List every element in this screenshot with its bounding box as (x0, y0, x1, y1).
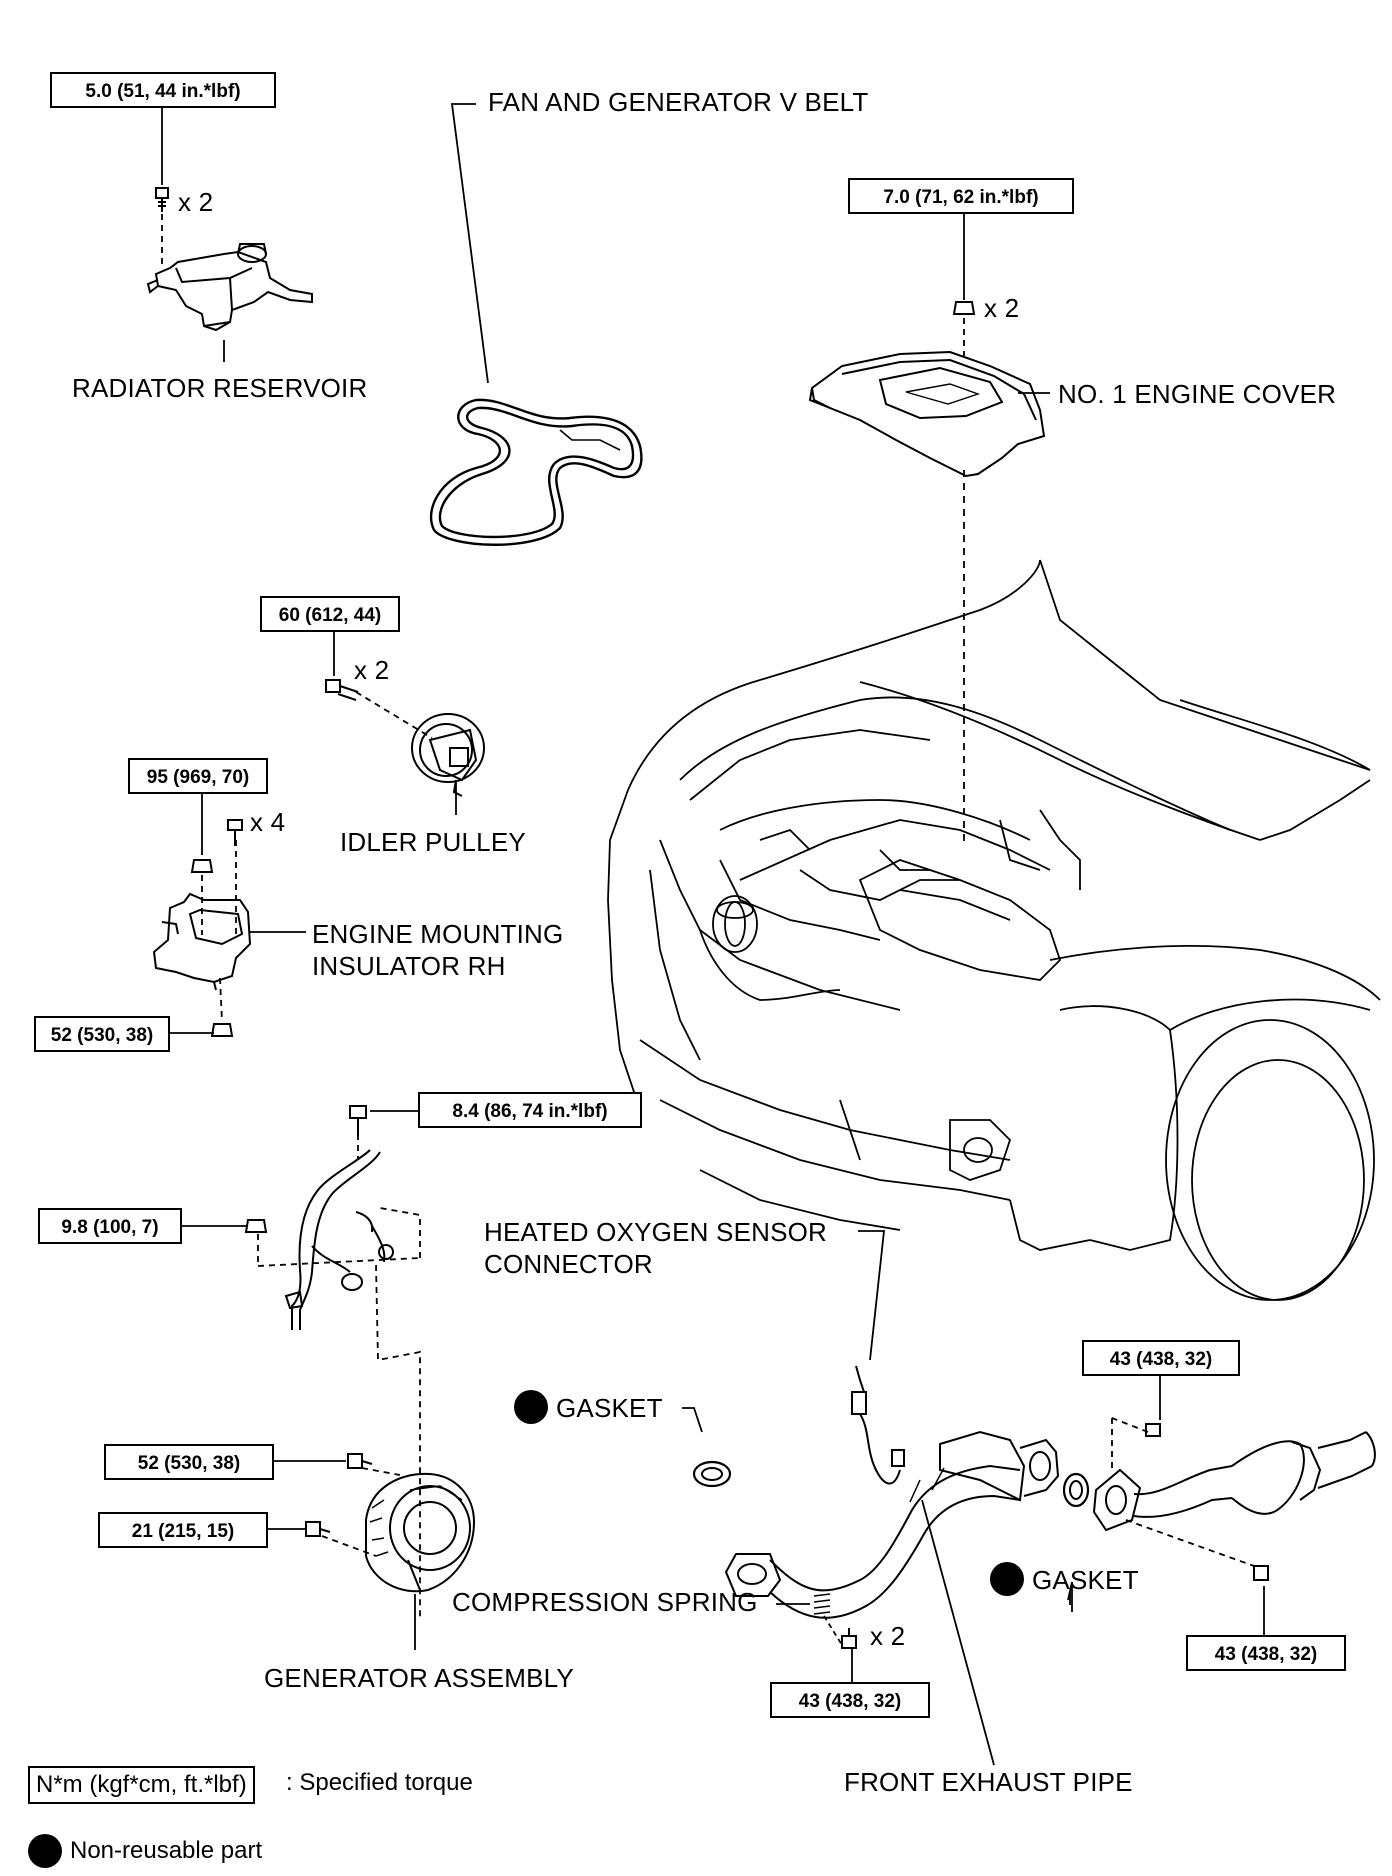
vehicle-front-drawing (607, 559, 1381, 1301)
idler-pulley-drawing (411, 713, 485, 797)
generator-drawing (365, 1472, 476, 1593)
torque-box-idler-pulley: 60 (612, 44) (260, 596, 400, 632)
cover-nut-qty: x 2 (984, 293, 1020, 323)
idler-bolt-qty: x 2 (354, 655, 390, 685)
reservoir-bolt-icon (155, 187, 169, 212)
engine-mount-drawing (152, 892, 252, 991)
exhaust-right-bolt-icon (1145, 1423, 1161, 1437)
wire-nut-icon (244, 1219, 268, 1233)
gasket-right-label: GASKET (1032, 1565, 1139, 1595)
legend-torque-box: N*m (kgf*cm, ft.*lbf) (28, 1766, 255, 1804)
wire-harness-drawing (284, 1149, 394, 1330)
exhaust-lower-right-bolt-icon (1253, 1565, 1269, 1581)
legend-nonreusable-desc: Non-reusable part (70, 1837, 263, 1864)
legend-torque-desc: : Specified torque (286, 1769, 473, 1796)
gasket-right-ring (1062, 1472, 1090, 1508)
legend-nonreusable-marker (28, 1834, 62, 1868)
o2-connector-label-line2: CONNECTOR (484, 1249, 653, 1279)
generator-upper-bolt-icon (347, 1453, 373, 1469)
compression-spring-icon (813, 1593, 831, 1615)
wire-bolt-icon (349, 1105, 367, 1136)
gasket-left-ring (692, 1460, 732, 1488)
catalytic-converter-drawing (1092, 1431, 1376, 1532)
engine-mount-label-line2: INSULATOR RH (312, 951, 506, 981)
torque-box-generator-lower: 21 (215, 15) (98, 1512, 268, 1548)
mount-nut-icon (190, 859, 214, 873)
spring-bolt-qty: x 2 (870, 1621, 906, 1651)
exhaust-bottom-bolt-icon (841, 1628, 857, 1649)
radiator-reservoir-label: RADIATOR RESERVOIR (72, 373, 368, 403)
nonreusable-marker-gasket-right (990, 1562, 1024, 1596)
torque-box-mount-bottom: 52 (530, 38) (34, 1016, 170, 1052)
torque-box-exhaust-lower-right: 43 (438, 32) (1186, 1635, 1346, 1671)
torque-box-generator-upper: 52 (530, 38) (104, 1444, 274, 1480)
compression-spring-label: COMPRESSION SPRING (452, 1587, 758, 1617)
engine-cover-label: NO. 1 ENGINE COVER (1058, 379, 1337, 409)
engine-mount-label-line1: ENGINE MOUNTING (312, 919, 564, 949)
engine-cover-drawing (808, 350, 1046, 478)
torque-box-exhaust-bottom: 43 (438, 32) (770, 1682, 930, 1718)
mount-bolt-icon (227, 819, 243, 846)
generator-assembly-label: GENERATOR ASSEMBLY (264, 1663, 574, 1693)
idler-pulley-label: IDLER PULLEY (340, 827, 526, 857)
idler-bolt-icon (325, 679, 359, 701)
front-exhaust-pipe-drawing (724, 1430, 1060, 1619)
torque-box-engine-cover: 7.0 (71, 62 in.*lbf) (848, 178, 1074, 214)
torque-box-reservoir: 5.0 (51, 44 in.*lbf) (50, 72, 276, 108)
radiator-reservoir-drawing (146, 243, 313, 332)
mount-bolt-qty: x 4 (250, 807, 286, 837)
nonreusable-marker-gasket-left (514, 1390, 548, 1424)
reservoir-bolt-qty: x 2 (178, 187, 214, 217)
torque-box-exhaust-upper-right: 43 (438, 32) (1082, 1340, 1240, 1376)
generator-lower-bolt-icon (305, 1521, 331, 1537)
torque-box-wire-nut: 9.8 (100, 7) (38, 1208, 182, 1244)
mount-bottom-nut-icon (210, 1023, 234, 1037)
fan-belt-drawing (429, 398, 643, 546)
front-exhaust-pipe-label: FRONT EXHAUST PIPE (844, 1767, 1133, 1797)
engine-cover-nut-icon (952, 301, 976, 315)
o2-sensor-wire-drawing (851, 1365, 905, 1485)
o2-connector-label-line1: HEATED OXYGEN SENSOR (484, 1217, 828, 1247)
gasket-left-label: GASKET (556, 1393, 663, 1423)
fan-belt-label: FAN AND GENERATOR V BELT (488, 87, 869, 117)
torque-box-wire-bolt: 8.4 (86, 74 in.*lbf) (418, 1092, 642, 1128)
torque-box-mount-top: 95 (969, 70) (128, 758, 268, 794)
